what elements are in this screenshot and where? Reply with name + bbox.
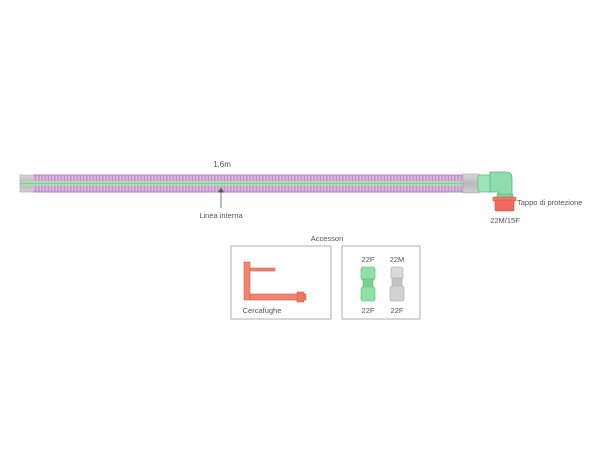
adapter-green-bottom-label: 22F (362, 306, 375, 315)
protective-cap-body (494, 199, 515, 212)
length-label: 1.6m (213, 160, 231, 169)
leak-finder-end-ring (296, 291, 305, 303)
adapter-grey-icon (389, 266, 405, 302)
protective-cap-label: Tappo di protezione (517, 198, 582, 207)
elbow-body (489, 171, 513, 197)
adapters-box: 22F 22F 22M 22F (341, 245, 421, 320)
tube-right-cuff (462, 173, 480, 194)
inner-line-pointer (218, 187, 224, 208)
adapter-grey-bottom-label: 22F (391, 306, 404, 315)
adapter-green-icon (360, 266, 376, 302)
adapter-green-top-label: 22F (362, 255, 375, 264)
inner-line-label: Linea interna (199, 211, 243, 220)
leak-finder-arm (249, 267, 276, 272)
corrugated-tube (19, 173, 480, 194)
leak-finder-box: Cercafughe (230, 245, 332, 320)
protective-cap (492, 196, 517, 212)
connector-size-label: 22M/15F (490, 216, 520, 225)
leak-finder-tube (249, 293, 307, 301)
accessories-title: Accessori (311, 234, 344, 243)
elbow-connector (477, 171, 514, 199)
leak-finder-icon (243, 261, 307, 303)
leak-finder-label: Cercafughe (243, 306, 282, 315)
leak-finder-stem (243, 261, 251, 301)
adapter-grey-top-label: 22M (390, 255, 405, 264)
